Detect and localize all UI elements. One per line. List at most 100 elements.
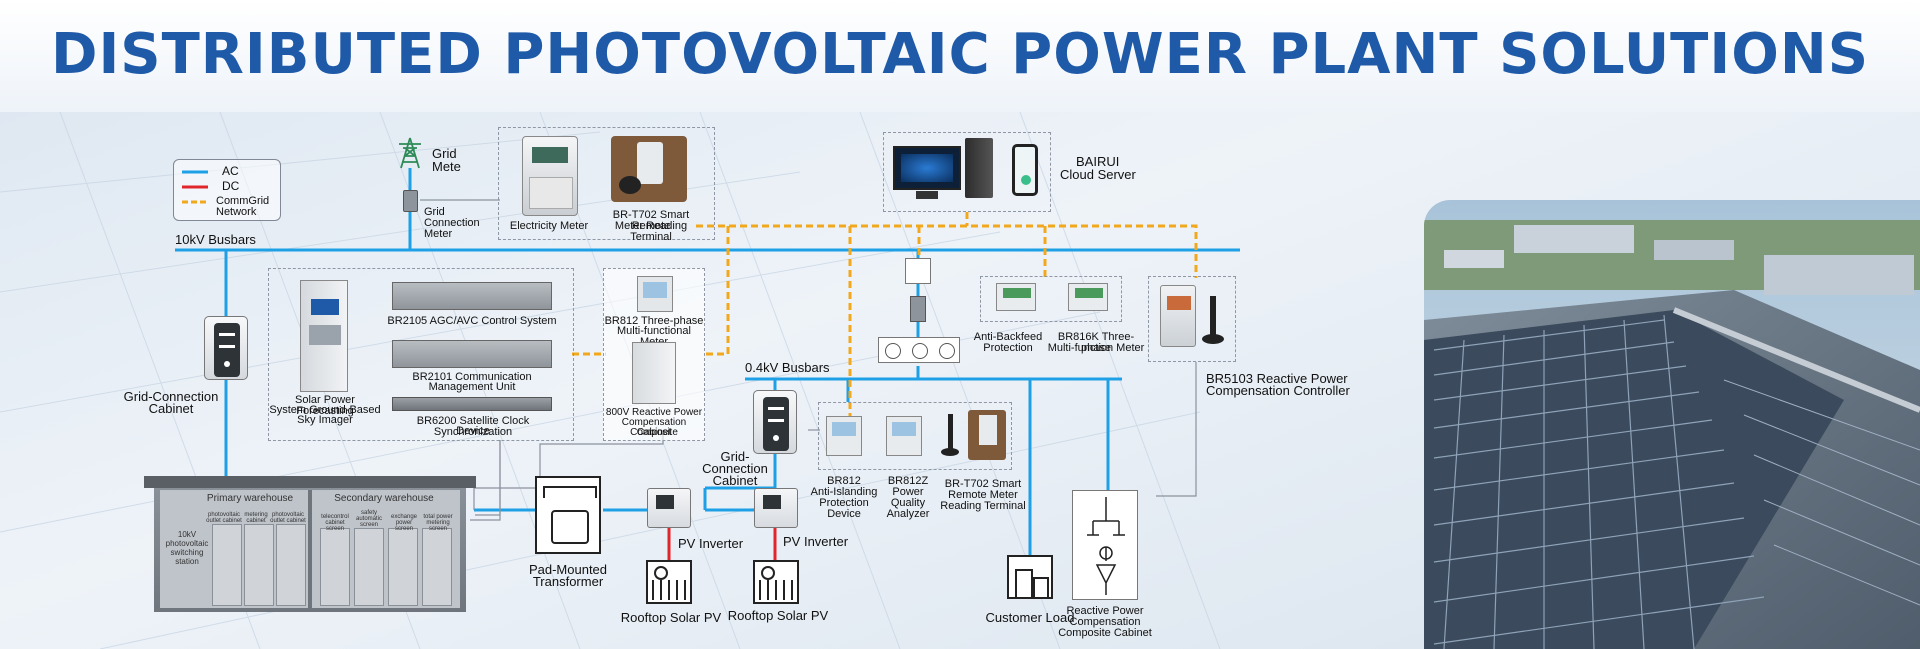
brt702-prot-label-2: Remote Meter	[948, 489, 1018, 501]
header-band	[0, 0, 1920, 112]
electricity-meter-label: Electricity Meter	[509, 220, 589, 232]
sec-2-label-c: screen	[359, 522, 378, 528]
clock-label-1: BR6200 Satellite Clock Synchronization	[416, 415, 530, 438]
br812-anti-islanding-device	[826, 416, 862, 456]
station-label-1: 10kV	[177, 530, 197, 539]
secondary-warehouse-label: Secondary warehouse	[334, 493, 434, 504]
cab-3-label-a: photovoltaic	[271, 512, 305, 518]
br812z-label-4: Analyzer	[886, 508, 930, 520]
anti-backfeed-label-2: Protection	[983, 342, 1033, 354]
protection-devices-box	[818, 402, 1012, 470]
reactive-800v-label-3: Cabinet	[636, 427, 672, 438]
rooftop-pv-label-2: Rooftop Solar PV	[727, 608, 829, 623]
br816k-label-1: BR816K Three-phase	[1057, 331, 1135, 354]
secondary-cabinets	[320, 528, 454, 606]
reactive-comp-label-1: Reactive Power	[1066, 605, 1144, 617]
anti-backfeed-label-1: Anti-Backfeed	[973, 331, 1043, 343]
br812-meter-label-1: BR812 Three-phase	[604, 315, 704, 327]
brt702-prot-label-1: BR-T702 Smart	[944, 478, 1022, 490]
control-system-box	[268, 268, 574, 441]
br816k-label-2: Multi-function Meter	[1047, 342, 1145, 354]
cab-3-label-b: outlet cabinet	[270, 518, 306, 524]
legend-box: AC DC CommGrid Network	[173, 159, 281, 221]
reactive-compensation-cabinet	[1072, 490, 1138, 600]
br812-prot-label-1: BR812	[827, 475, 861, 487]
cloud-label-2: Cloud Server	[1060, 167, 1136, 182]
br5103-label-2: Compensation Controller	[1206, 383, 1350, 398]
pv-inverter-1	[647, 488, 691, 528]
grid-conn-label-2: Connection	[424, 217, 480, 229]
monitor-stand	[916, 191, 938, 199]
grid-cabinet-left-label-1: Grid-Connection	[123, 389, 219, 404]
br816k-meter-device	[1068, 283, 1108, 311]
primary-cabinets	[212, 524, 306, 606]
rooftop-pv-label-1: Rooftop Solar PV	[620, 610, 722, 625]
br812-meter-image	[637, 276, 673, 312]
brt702-terminal-device	[968, 410, 1006, 460]
sec-4-label-b: metering screen	[426, 520, 450, 532]
grid-cabinet-mid-label-2: Connection	[702, 461, 768, 476]
pc-tower-icon	[965, 138, 993, 198]
legend-ac-label: AC	[222, 164, 239, 178]
antenna-icon	[1210, 296, 1216, 336]
customer-load-icon	[1007, 555, 1053, 599]
sec-2-label-b: automatic	[355, 516, 382, 522]
transformer-label-2: Transformer	[532, 574, 604, 589]
cab-1-label-a: photovoltaic	[207, 512, 241, 518]
sky-imager-cabinet	[300, 280, 348, 392]
reactive-800v-cabinet	[632, 342, 676, 404]
sec-4-label-a: total power	[423, 514, 453, 520]
grid-conn-label-1: Grid	[424, 206, 445, 218]
grid-connection-cabinet-left	[204, 316, 248, 380]
br812z-label-1: BR812Z	[887, 475, 929, 487]
antenna-icon-2	[948, 414, 953, 450]
sec-3-label-a: exchange	[390, 514, 418, 520]
pv-inverter-2	[754, 488, 798, 528]
circuit-breaker-group	[878, 337, 960, 363]
grid-conn-label-3: Meter	[424, 228, 453, 240]
station-label-4: station	[175, 557, 199, 566]
br812-prot-label-4: Device	[827, 508, 861, 520]
sec-3-label-b: power screen	[394, 520, 413, 532]
antenna-base	[1202, 334, 1224, 344]
primary-warehouse-label: Primary warehouse	[206, 493, 294, 504]
feeder-meter-box	[910, 296, 926, 322]
br812z-label-3: Quality	[890, 497, 926, 509]
comm-label-1: BR2101 Communication	[412, 371, 532, 383]
rooftop-solar-pv-icon-1	[646, 560, 692, 604]
br812z-label-2: Power	[892, 486, 924, 498]
cab-2-label-a: metering	[244, 512, 268, 518]
pv-inverter-1-label: PV Inverter	[678, 536, 744, 551]
reactive-800v-label-1: 800V Reactive Power	[605, 407, 703, 418]
comm-management-unit	[392, 340, 552, 368]
customer-load-label: Customer Load	[985, 610, 1075, 625]
agc-avc-unit	[392, 282, 552, 310]
sec-2-label-a: safety	[360, 510, 377, 516]
electricity-meter-image	[522, 136, 578, 216]
grid-cabinet-left-label-2: Cabinet	[148, 401, 194, 416]
comm-label-2: Management Unit	[428, 381, 516, 393]
forecast-label-1: Solar Power Forecasting	[295, 394, 355, 417]
legend-comm-label-2: Network	[216, 206, 257, 218]
brt702-label-1: BR-T702 Smart Remote	[612, 209, 690, 232]
br5103-label-1: BR5103 Reactive Power	[1206, 371, 1348, 386]
busbar-04kv-label: 0.4kV Busbars	[745, 360, 830, 375]
br812z-analyzer-device	[886, 416, 922, 456]
transformer-label-1: Pad-Mounted	[528, 562, 608, 577]
anti-backfeed-device	[996, 283, 1036, 311]
transmission-tower-icon	[399, 137, 421, 169]
brt702-prot-label-3: Reading Terminal	[940, 500, 1026, 512]
page-title: DISTRIBUTED PHOTOVOLTAIC POWER PLANT SOL…	[50, 22, 1870, 87]
solar-rooftop-photo	[1424, 200, 1920, 649]
grid-mete-label-2: Mete	[432, 159, 461, 174]
pad-mounted-transformer-icon	[535, 476, 601, 554]
br5103-controller	[1160, 285, 1196, 347]
station-label-2: photovoltaic	[165, 539, 209, 548]
br812-prot-label-2: Anti-Islanding	[810, 486, 878, 498]
clock-label-2: Device	[456, 425, 490, 437]
isolation-transformer-icon	[905, 258, 931, 284]
brt702-label-2: Meter Reading Terminal	[614, 220, 688, 243]
grid-cabinet-mid-label-1: Grid-	[720, 449, 750, 464]
legend-comm-label-1: CommGrid	[216, 195, 270, 207]
